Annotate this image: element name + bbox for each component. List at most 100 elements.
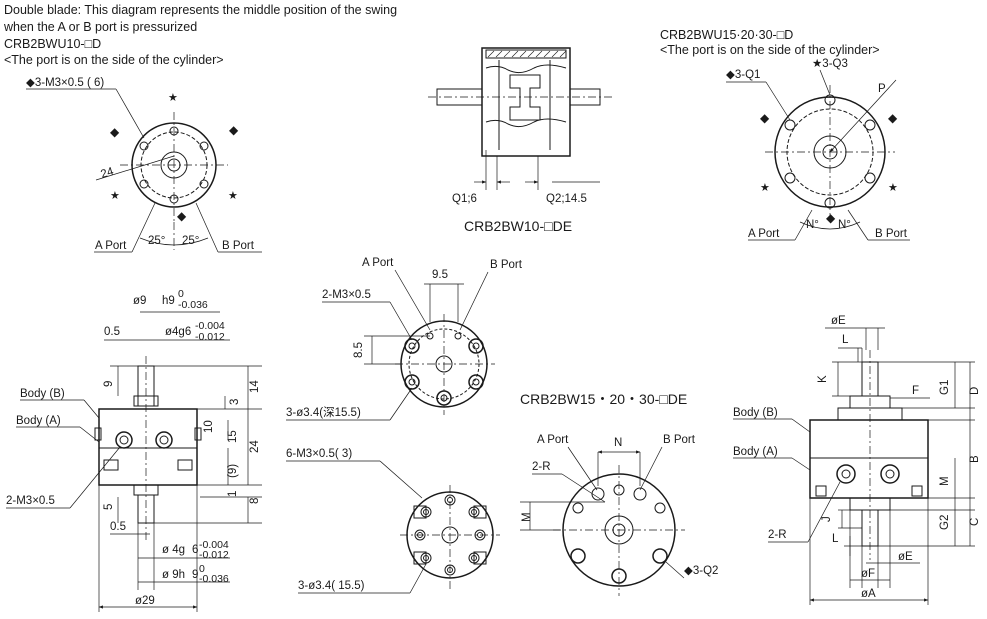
top-center-title: CRB2BW10-□DE: [464, 218, 572, 234]
diamond-marker: ◆: [888, 111, 898, 125]
dim-1: 1: [227, 491, 239, 497]
dim-8: 8: [249, 498, 261, 504]
header-line-1: Double blade: This diagram represents th…: [4, 3, 397, 17]
m3-label: 2-M3×0.5: [6, 495, 55, 507]
dim-0-5-top: 0.5: [104, 326, 120, 338]
dim-h9: h9: [162, 295, 175, 307]
dim-0-5-bottom: 0.5: [110, 521, 126, 533]
de-label: øE: [831, 315, 846, 327]
body-a-label: Body (A): [733, 446, 778, 458]
q2-label: ◆3-Q2: [684, 565, 718, 577]
dim-g4-tol-lower: -0.012: [199, 549, 229, 561]
l2-label: L: [832, 533, 839, 545]
model-left: CRB2BWU10-□D: [4, 37, 101, 51]
g1-label: G1: [939, 380, 951, 395]
dim-g4: ø 4g: [162, 544, 185, 556]
a-port-label: A Port: [537, 434, 569, 446]
dim-24: 24: [249, 440, 261, 453]
diamond-marker: ◆: [110, 125, 120, 139]
dim-9-5: 9.5: [432, 269, 448, 281]
right-side-view: øE L K F: [733, 315, 981, 605]
m-label: M: [521, 512, 533, 522]
c-label: C: [969, 518, 981, 526]
q1-label: ◆3-Q1: [726, 69, 760, 81]
dim-9: 9: [103, 381, 115, 387]
holes-b-label: 3-ø3.4( 15.5): [298, 580, 365, 592]
body-b-label: Body (B): [733, 407, 778, 419]
g2-label: G2: [939, 515, 951, 530]
diamond-marker: ◆: [826, 211, 836, 225]
dim-h9b-tol-lower: -0.036: [199, 573, 229, 585]
body-a-label: Body (A): [16, 415, 61, 427]
b-port-label: B Port: [490, 259, 523, 271]
a-port-label: A Port: [95, 240, 127, 252]
b-label: B: [969, 455, 981, 463]
dim-d29: ø29: [135, 595, 155, 607]
dim-h9-tol-lower: -0.036: [178, 299, 208, 311]
mid-right-title: CRB2BW15・20・30-□DE: [520, 391, 687, 407]
star-marker: ★: [110, 190, 120, 202]
dim-g6-tol-lower: -0.012: [195, 331, 225, 343]
top-left-front-view: ◆3-M3×0.5 ( 6) ◆ ◆ ◆ ★ ★ ★ 24 A Port B P…: [26, 77, 262, 253]
m3b-label: 6-M3×0.5( 3): [286, 448, 352, 460]
n-label: N: [614, 437, 622, 449]
dim-h9b-tol-upper: 0: [199, 563, 205, 575]
da-label: øA: [861, 588, 876, 600]
diamond-marker: ◆: [177, 209, 187, 223]
angle-b: 25°: [182, 235, 199, 247]
dim-d9: ø9: [133, 295, 146, 307]
star-marker: ★: [228, 190, 238, 202]
note-right: <The port is on the side of the cylinder…: [660, 43, 880, 57]
mid-left-side-view: ø9 h9 0 -0.036 0.5 ø4g6 -0.004 -0.012: [6, 288, 262, 612]
dim-10: 10: [203, 420, 215, 433]
q1-label: Q1;6: [452, 193, 477, 205]
dim-h9-tol-upper: 0: [178, 288, 184, 300]
star-marker: ★: [168, 92, 178, 104]
r-label: 2-R: [532, 461, 551, 473]
b-port-label: B Port: [222, 240, 255, 252]
dim-g4-val: 6: [192, 544, 198, 556]
dim-15: 15: [227, 430, 239, 443]
f-label: F: [912, 385, 919, 397]
k-label: K: [817, 375, 829, 383]
diamond-marker: ◆: [760, 111, 770, 125]
dim-h9b-val: 9: [192, 569, 198, 581]
thread-label: ◆3-M3×0.5 ( 6): [26, 77, 104, 89]
dim-3: 3: [229, 399, 241, 405]
angle-n1: N°: [806, 219, 819, 231]
angle-a: 25°: [148, 235, 165, 247]
top-right-front-view: ◆3-Q1 ★3-Q3 P ◆ ◆ ◆ ★ ★ A Port B Port N°…: [726, 58, 910, 241]
holes-label: 3-ø3.4(深15.5): [286, 405, 361, 419]
r-label: 2-R: [768, 529, 787, 541]
m-label: M: [939, 476, 951, 486]
star-marker: ★: [888, 182, 898, 194]
bottom-center-front-view: A Port B Port N 2-R M ◆3-Q2: [520, 434, 718, 596]
dim-9-paren: (9): [227, 464, 239, 478]
body-b-label: Body (B): [20, 388, 65, 400]
dim-14: 14: [249, 380, 261, 393]
dim-5: 5: [103, 504, 115, 510]
d-label: D: [969, 387, 981, 395]
p-label: P: [878, 83, 886, 95]
j-label: J: [821, 516, 833, 522]
b-port-label: B Port: [875, 228, 908, 240]
q2-label: Q2;14.5: [546, 193, 587, 205]
dim-24: 24: [99, 165, 115, 180]
m3-label: 2-M3×0.5: [322, 289, 371, 301]
dim-h9b: ø 9h: [162, 569, 185, 581]
de2-label: øE: [898, 551, 913, 563]
top-center-side-view: Q1;6 Q2;14.5 CRB2BW10-□DE: [428, 47, 612, 234]
a-port-label: A Port: [362, 257, 394, 269]
model-right: CRB2BWU15·20·30-□D: [660, 28, 793, 42]
l-label: L: [842, 334, 849, 346]
q3-label: ★3-Q3: [812, 58, 848, 70]
b-port-label: B Port: [663, 434, 696, 446]
angle-n2: N°: [838, 219, 851, 231]
dim-8-5: 8.5: [353, 342, 365, 358]
dim-g6: ø4g6: [165, 326, 191, 338]
note-left: <The port is on the side of the cylinder…: [4, 53, 224, 67]
mid-center-top-view: A Port B Port 9.5 2-M3×0.5 8.5 3-ø3.4(深1…: [286, 257, 523, 421]
a-port-label: A Port: [748, 228, 780, 240]
dim-g4-tol-upper: -0.004: [199, 539, 229, 551]
